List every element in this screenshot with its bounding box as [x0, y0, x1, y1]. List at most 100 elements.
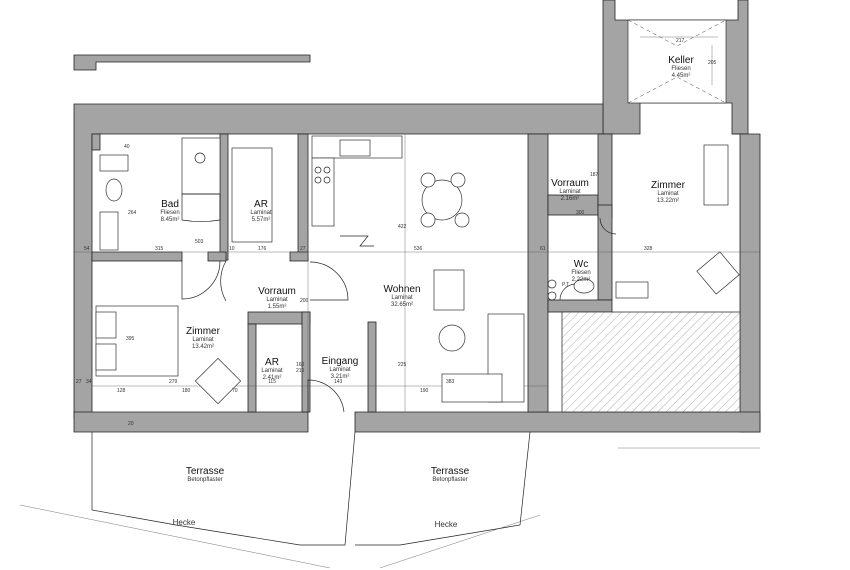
- detached-wall: [73, 54, 311, 71]
- hecke-label-right: Hecke: [435, 520, 458, 529]
- ar-shelf: [231, 147, 273, 243]
- room-area-wohnen: 32.65m²: [391, 302, 413, 308]
- dim-536: 536: [414, 246, 423, 252]
- hecke-label-left: Hecke: [173, 518, 196, 527]
- wc-fixtures: [547, 278, 595, 301]
- room-label-ar2: AR Laminat 2.41m²: [261, 357, 283, 381]
- room-area-eingang: 3.21m²: [331, 374, 350, 380]
- dim-264: 264: [128, 210, 137, 216]
- bathroom-fixtures: [99, 137, 221, 251]
- dim-160: 160: [296, 362, 305, 368]
- dim-70: 70: [232, 388, 238, 394]
- dim-210: 210: [296, 368, 305, 374]
- room-name-vorraum-right: Vorraum: [551, 178, 589, 189]
- dim-10: 10: [229, 246, 235, 252]
- terrace-floor-right: Betonpflaster: [432, 477, 467, 483]
- room-name-eingang: Eingang: [322, 356, 359, 367]
- room-name-ar2: AR: [265, 357, 279, 368]
- dim-180: 180: [182, 388, 191, 394]
- dim-27a: 27: [300, 246, 306, 252]
- room-floor-bad: Fliesen: [160, 210, 179, 216]
- dim-20: 20: [128, 421, 134, 427]
- room-area-bad: 8.45m²: [161, 217, 180, 223]
- room-name-ar1: AR: [254, 199, 268, 210]
- room-area-ar2: 2.41m²: [263, 375, 282, 381]
- room-name-wohnen: Wohnen: [383, 284, 420, 295]
- room-label-zimmer-right: Zimmer Laminat 13.22m²: [651, 180, 686, 204]
- room-area-vorraum-left: 1.55m²: [268, 304, 287, 310]
- dimension-labels: 54 315 503 10 176 27 536 61 328 128 180 …: [76, 38, 717, 427]
- dim-27b: 27: [76, 379, 82, 385]
- room-name-zimmer-right: Zimmer: [651, 180, 686, 191]
- terrace-floor-left: Betonpflaster: [187, 477, 222, 483]
- room-floor-zimmer-left: Laminat: [192, 337, 214, 343]
- room-label-keller: Keller Fliesen 4.45m²: [668, 55, 694, 79]
- room-area-vorraum-right: 2.16m²: [561, 196, 580, 202]
- room-label-eingang: Eingang Laminat 3.21m²: [322, 356, 359, 380]
- room-floor-vorraum-right: Laminat: [559, 189, 581, 195]
- dim-205: 205: [708, 60, 717, 66]
- room-floor-eingang: Laminat: [329, 367, 351, 373]
- room-area-zimmer-left: 13.42m²: [192, 344, 214, 350]
- terrace-label-left: Terrasse Betonpflaster: [186, 466, 225, 483]
- room-label-ar1: AR Laminat 5.57m²: [250, 199, 272, 223]
- dim-143: 143: [334, 379, 343, 385]
- dim-503: 503: [195, 239, 204, 245]
- room-name-bad: Bad: [161, 199, 179, 210]
- room-area-ar1: 5.57m²: [252, 217, 271, 223]
- terrace-name-left: Terrasse: [186, 466, 225, 477]
- dim-34: 34: [86, 379, 92, 385]
- room-floor-ar2: Laminat: [261, 368, 283, 374]
- room-area-wc: 2.22m²: [572, 277, 591, 283]
- dim-217: 217: [676, 38, 685, 44]
- dim-315: 315: [155, 246, 164, 252]
- dim-128: 128: [117, 388, 126, 394]
- room-area-keller: 4.45m²: [672, 73, 691, 79]
- room-label-wohnen: Wohnen Laminat 32.65m²: [383, 284, 420, 308]
- terrace-name-right: Terrasse: [431, 466, 470, 477]
- room-floor-vorraum-left: Laminat: [266, 297, 288, 303]
- bedroom-right-furniture: [615, 144, 740, 299]
- dim-176: 176: [258, 246, 267, 252]
- dim-115: 115: [268, 379, 276, 385]
- room-label-zimmer-left: Zimmer Laminat 13.42m²: [186, 326, 221, 350]
- room-floor-ar1: Laminat: [250, 210, 272, 216]
- room-name-zimmer-left: Zimmer: [186, 326, 221, 337]
- dining-table: [420, 172, 470, 228]
- dim-328: 328: [644, 246, 653, 252]
- living-furniture: [433, 269, 525, 403]
- room-label-vorraum-right: Vorraum Laminat 2.16m²: [551, 178, 589, 202]
- room-label-vorraum-left: Vorraum Laminat 1.55m²: [258, 286, 296, 310]
- dim-61: 61: [540, 246, 546, 252]
- dim-422: 422: [398, 224, 407, 230]
- room-name-vorraum-left: Vorraum: [258, 286, 296, 297]
- keller-block: [602, 0, 749, 135]
- dim-395: 395: [126, 336, 135, 342]
- room-name-wc: Wc: [574, 259, 588, 270]
- room-label-bad: Bad Fliesen 8.45m²: [160, 199, 179, 223]
- terrace-label-right: Terrasse Betonpflaster: [431, 466, 470, 483]
- room-floor-zimmer-right: Laminat: [657, 191, 679, 197]
- dim-200: 200: [300, 298, 309, 304]
- terraces: [19, 431, 760, 569]
- dim-383: 383: [446, 379, 455, 385]
- dim-279: 279: [169, 379, 178, 385]
- dim-40: 40: [124, 144, 130, 150]
- dim-187: 187: [590, 172, 599, 178]
- dim-54: 54: [84, 246, 90, 252]
- dim-225: 225: [398, 362, 407, 368]
- bed-left: [95, 305, 242, 405]
- room-floor-keller: Fliesen: [671, 66, 690, 72]
- pt-label: P.T.: [562, 282, 570, 288]
- storage-block: [561, 311, 741, 413]
- kitchen: [311, 135, 403, 247]
- dim-300: 300: [576, 210, 585, 216]
- doors: [181, 217, 617, 413]
- room-floor-wohnen: Laminat: [391, 295, 413, 301]
- dim-190: 190: [420, 388, 429, 394]
- room-label-wc: Wc Fliesen 2.22m²: [571, 259, 590, 283]
- room-name-keller: Keller: [668, 55, 694, 66]
- room-floor-wc: Fliesen: [571, 270, 590, 276]
- room-area-zimmer-right: 13.22m²: [657, 198, 679, 204]
